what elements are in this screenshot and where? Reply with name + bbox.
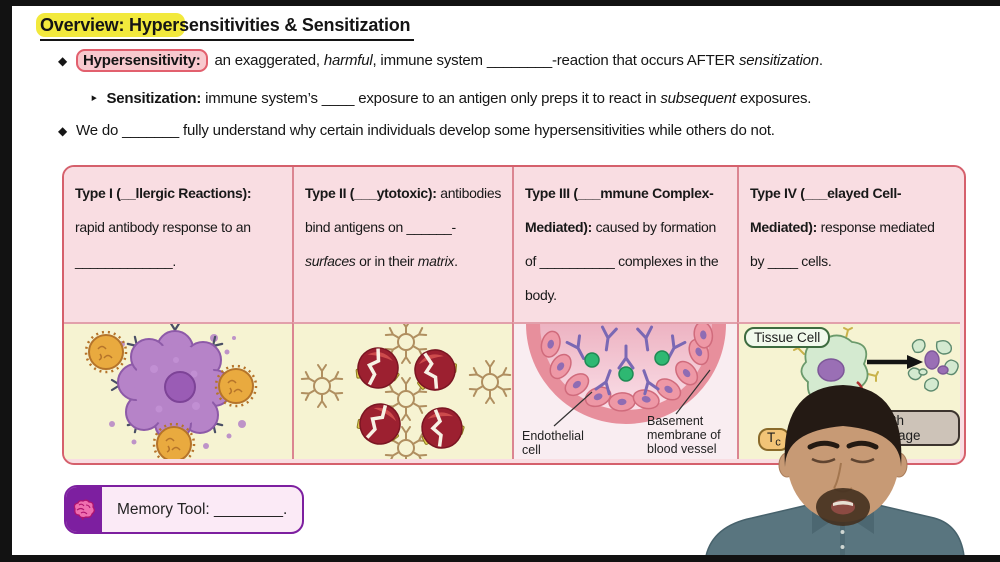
basement-membrane-label: Basement membrane of blood vessel	[647, 414, 721, 456]
bullet-sensitization-text: Sensitization: immune system’s ____ expo…	[106, 90, 812, 107]
letterbox-bottom	[0, 555, 1000, 562]
letterbox-left	[0, 0, 12, 562]
title-highlight: Overview: Hyper	[36, 13, 186, 37]
type1-illustration-cell	[64, 322, 292, 459]
presenter-webcam	[700, 335, 970, 557]
type1-header-cell: Type I (__llergic Reactions): rapid anti…	[64, 167, 292, 322]
tissue-cell-label: Tissue Cell	[744, 327, 831, 348]
hypersensitivity-types-table: Type I (__llergic Reactions): rapid anti…	[62, 165, 966, 465]
bullet-understanding: ◆ We do _______ fully understand why cer…	[58, 122, 958, 139]
bullet-understanding-text: We do _______ fully understand why certa…	[76, 122, 775, 139]
diamond-bullet-icon: ◆	[58, 53, 68, 68]
presenter-figure	[705, 385, 965, 557]
letterbox-top	[0, 0, 1000, 6]
bullet-hypersensitivity-text: Hypersensitivity: an exaggerated, harmfu…	[76, 49, 823, 72]
type2-illustration-cell	[292, 322, 512, 459]
bullet-hypersensitivity: ◆ Hypersensitivity: an exaggerated, harm…	[58, 49, 958, 72]
lysed-rbc-antibody-illustration	[294, 324, 514, 459]
blood-vessel-immune-complex-illustration	[526, 324, 726, 427]
type2-header-cell: Type II (___ytotoxic): antibodies bind a…	[292, 167, 512, 322]
mast-cell-allergen-illustration	[84, 324, 258, 459]
bullet-sensitization: ‣ Sensitization: immune system’s ____ ex…	[90, 90, 970, 107]
triangle-bullet-icon: ‣	[90, 90, 98, 106]
type3-illustration-cell: Endothelial cell Basement membrane of bl…	[512, 322, 737, 459]
endothelial-cell-label: Endothelial cell	[522, 429, 584, 457]
memory-tool-box: Memory Tool: ________.	[64, 485, 304, 534]
type3-header-cell: Type III (___mmune Complex-Mediated): ca…	[512, 167, 737, 322]
page-title: Overview: Hypersensitivities & Sensitiza…	[36, 13, 415, 41]
type4-header-cell: Type IV (___elayed Cell-Mediated): respo…	[737, 167, 960, 322]
title-rest: sensitivities & Sensitization	[179, 15, 411, 35]
memory-tool-label: Memory Tool: ________.	[117, 500, 288, 518]
brain-icon	[66, 487, 102, 532]
diamond-bullet-icon: ◆	[58, 123, 68, 138]
